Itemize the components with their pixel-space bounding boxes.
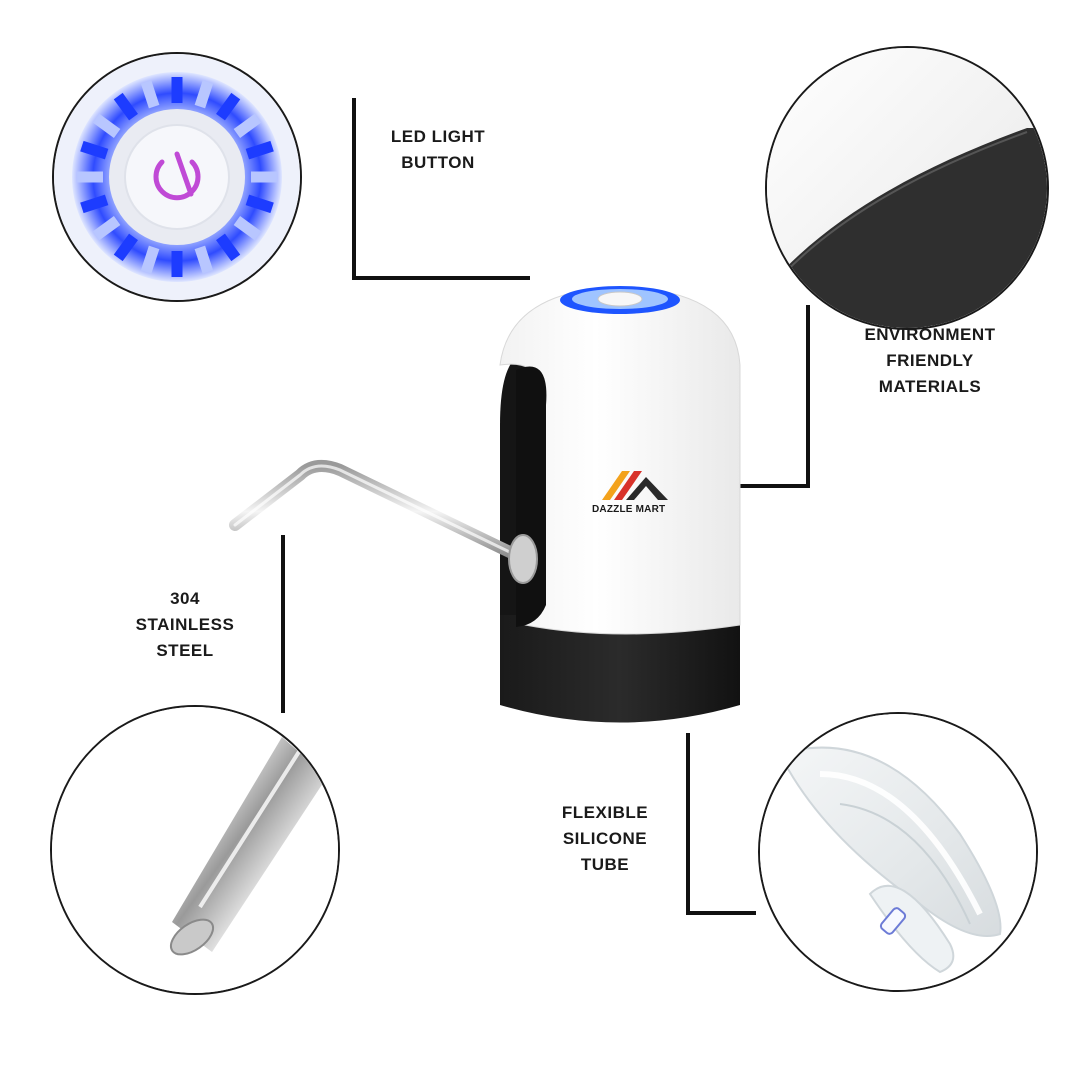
led-label-line1: LED LIGHT xyxy=(390,127,486,146)
led-ring-segment xyxy=(245,194,274,214)
led-ring-segment xyxy=(140,245,160,274)
led-ring-segment xyxy=(92,113,121,138)
led-ring-segment xyxy=(216,92,241,121)
led-label: LED LIGHT BUTTON xyxy=(368,124,508,176)
steel-label-line3: STEEL xyxy=(156,641,214,660)
steel-closeup xyxy=(50,705,340,995)
led-ring-segment xyxy=(194,245,214,274)
tube-callout-vertical xyxy=(686,733,690,915)
brand-name: DAZZLE MART xyxy=(592,504,666,515)
tube-label-line2: SILICONE xyxy=(562,829,648,848)
tube-label-line3: TUBE xyxy=(580,855,630,874)
led-callout-vertical xyxy=(352,98,356,280)
led-ring-segments xyxy=(77,77,277,277)
tube-callout-horizontal xyxy=(686,911,756,915)
led-ring-segment xyxy=(216,233,241,262)
steel-label-line2: STAINLESS xyxy=(135,615,235,634)
steel-label: 304 STAINLESS STEEL xyxy=(110,586,260,664)
steel-label-line1: 304 xyxy=(170,589,200,608)
led-ring-segment xyxy=(194,80,214,109)
eco-callout-vertical xyxy=(806,305,810,488)
led-ring-segment xyxy=(140,80,160,109)
tube-label-line1: FLEXIBLE xyxy=(561,803,649,822)
eco-label: ENVIRONMENT FRIENDLY MATERIALS xyxy=(850,322,1010,400)
eco-label-line2: FRIENDLY xyxy=(886,351,974,370)
material-closeup xyxy=(765,46,1049,330)
tube-closeup xyxy=(758,712,1038,992)
tube-label: FLEXIBLE SILICONE TUBE xyxy=(530,800,680,878)
led-label-line2: BUTTON xyxy=(401,153,475,172)
led-ring-segment xyxy=(80,194,109,214)
led-ring-segment xyxy=(80,140,109,160)
eco-callout-horizontal xyxy=(740,484,810,488)
eco-label-line1: ENVIRONMENT xyxy=(864,325,996,344)
steel-callout-vertical xyxy=(281,535,285,713)
brand-logo-icon xyxy=(602,471,668,500)
water-pump-product: DAZZLE MART xyxy=(220,275,750,745)
led-callout-horizontal xyxy=(352,276,530,280)
led-ring-segment xyxy=(233,216,262,241)
eco-label-line3: MATERIALS xyxy=(878,377,982,396)
led-ring-segment xyxy=(113,233,138,262)
led-button-closeup xyxy=(52,52,302,302)
led-ring-segment xyxy=(92,216,121,241)
led-ring-segment xyxy=(113,92,138,121)
led-ring-segment xyxy=(233,113,262,138)
led-ring-segment xyxy=(245,140,274,160)
